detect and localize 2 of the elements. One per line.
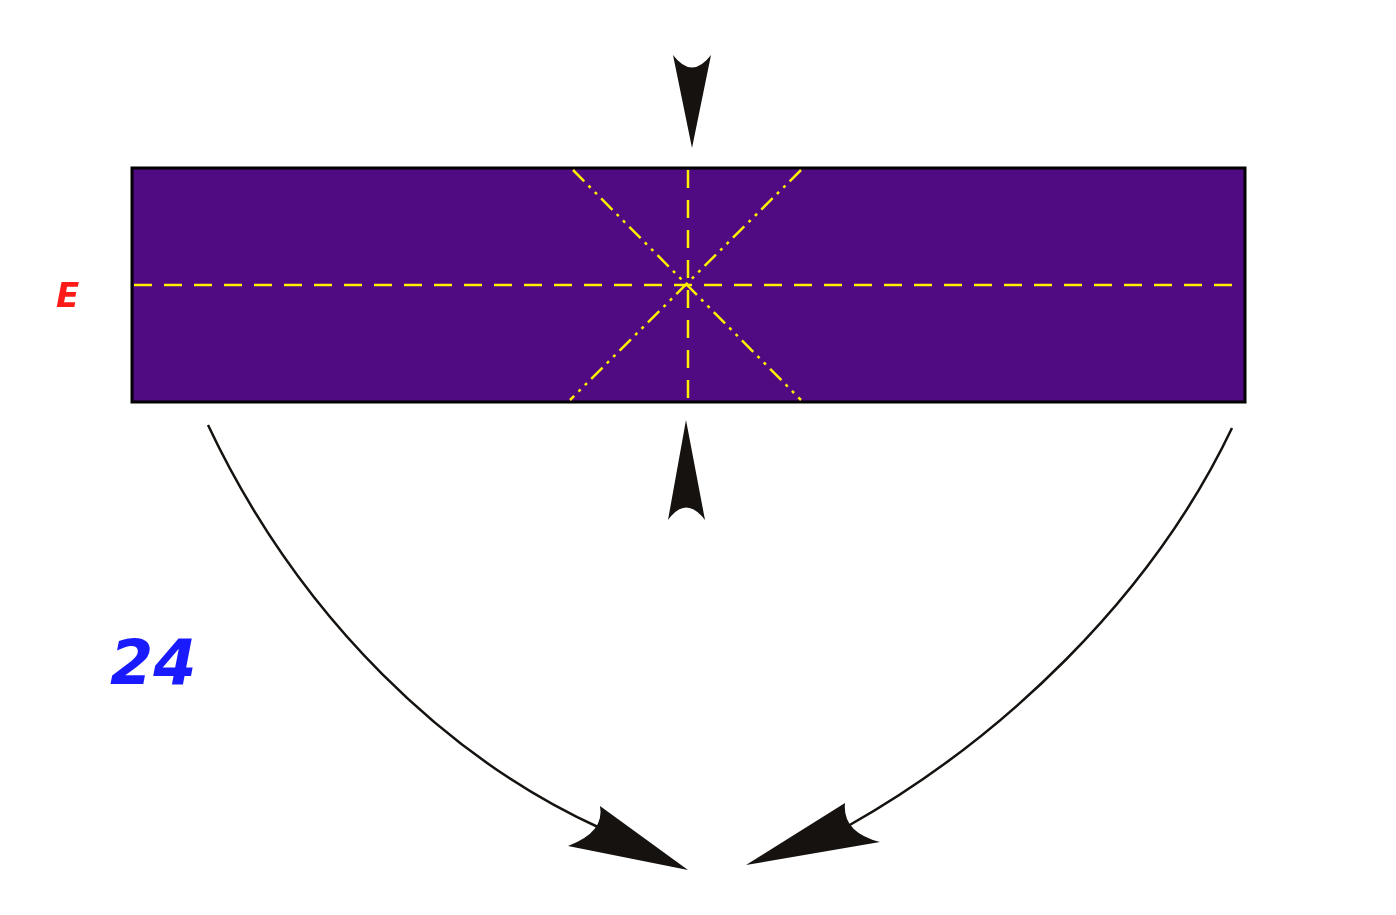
step-number: 24 (110, 632, 197, 694)
point-label: E (56, 278, 80, 312)
